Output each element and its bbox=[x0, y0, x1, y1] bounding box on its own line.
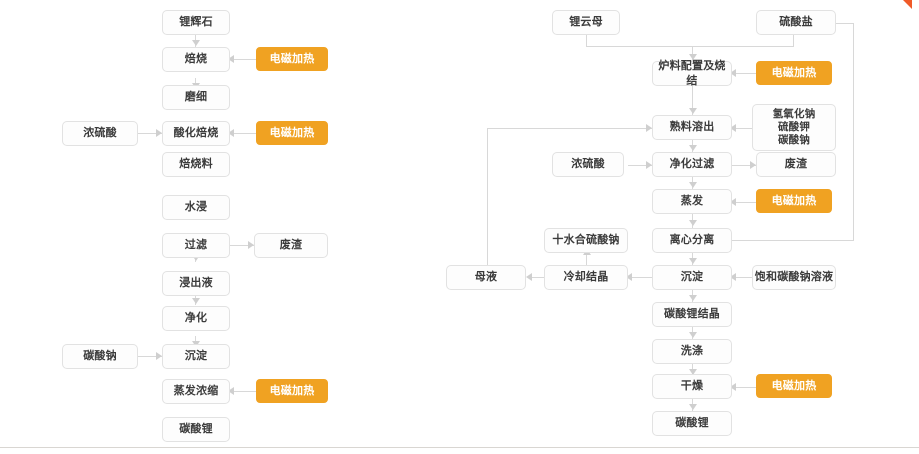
arrow-down bbox=[689, 332, 697, 338]
node-roasted-material[interactable]: 焙烧料 bbox=[162, 152, 230, 177]
node-drying[interactable]: 干燥 bbox=[652, 374, 732, 399]
node-acid-roasting[interactable]: 酸化焙烧 bbox=[162, 121, 230, 146]
corner-marker-icon bbox=[903, 0, 912, 9]
connector-merge-bus bbox=[586, 46, 794, 47]
arrow-left bbox=[730, 383, 736, 391]
connector-sulfate-bus bbox=[793, 35, 794, 47]
connector-precipitation-cooling bbox=[628, 277, 652, 278]
connector-sulfuricacid-acidroasting bbox=[138, 133, 162, 134]
node-heat-evaporation-right[interactable]: 电磁加热 bbox=[756, 189, 832, 213]
arrow-left bbox=[730, 124, 736, 132]
arrow-right bbox=[248, 241, 254, 249]
arrow-down bbox=[192, 40, 200, 46]
node-clinker-dissolution[interactable]: 熟料溶出 bbox=[652, 115, 732, 140]
node-purification-filtration[interactable]: 净化过滤 bbox=[652, 152, 732, 177]
connector-centrifugal-recycle-vertical bbox=[853, 23, 854, 241]
node-waste-residue[interactable]: 废渣 bbox=[254, 233, 328, 258]
arrow-right bbox=[750, 161, 756, 169]
node-heat-sintering[interactable]: 电磁加热 bbox=[756, 61, 832, 85]
connector-heat-acidroasting bbox=[230, 133, 260, 134]
node-saturated-sodium-carbonate[interactable]: 饱和碳酸钠溶液 bbox=[752, 265, 836, 290]
node-sulfuric-acid-right[interactable]: 浓硫酸 bbox=[552, 152, 624, 177]
node-heat-drying[interactable]: 电磁加热 bbox=[756, 374, 832, 398]
bottom-divider bbox=[0, 447, 919, 448]
node-roasting[interactable]: 焙烧 bbox=[162, 47, 230, 72]
arrow-right bbox=[646, 124, 652, 132]
arrow-left bbox=[730, 273, 736, 281]
node-sodium-carbonate[interactable]: 碳酸钠 bbox=[62, 344, 138, 369]
node-evaporation[interactable]: 蒸发 bbox=[652, 189, 732, 214]
arrow-left bbox=[730, 69, 736, 77]
connector-cooling-decahydrate bbox=[586, 253, 587, 265]
node-heat-evaporation[interactable]: 电磁加热 bbox=[256, 379, 328, 403]
node-lithium-carbonate-crystal[interactable]: 碳酸锂结晶 bbox=[652, 302, 732, 327]
node-sodium-sulfate-decahydrate[interactable]: 十水合硫酸钠 bbox=[544, 228, 628, 253]
node-reagents[interactable]: 氢氧化钠 硫酸钾 碳酸钠 bbox=[752, 104, 836, 151]
connector-motherliquor-recycle-vertical bbox=[487, 128, 488, 265]
connector-reagents-dissolution bbox=[732, 128, 756, 129]
node-waste-residue-right[interactable]: 废渣 bbox=[756, 152, 836, 177]
arrow-down bbox=[192, 298, 200, 304]
connector-sulfuricacid-purification bbox=[628, 165, 652, 166]
connector-heat-drying bbox=[732, 387, 756, 388]
node-sulfuric-acid[interactable]: 浓硫酸 bbox=[62, 121, 138, 146]
connector-heat-evaporation bbox=[230, 391, 260, 392]
connector-sodiumcarbonate-precipitation bbox=[138, 356, 162, 357]
node-leachate[interactable]: 浸出液 bbox=[162, 271, 230, 296]
arrow-right bbox=[156, 352, 162, 360]
arrow-down bbox=[689, 145, 697, 151]
arrow-down bbox=[689, 369, 697, 375]
arrow-right bbox=[156, 129, 162, 137]
arrow-left bbox=[228, 55, 234, 63]
arrow-left bbox=[526, 273, 532, 281]
node-lithium-carbonate-right[interactable]: 碳酸锂 bbox=[652, 411, 732, 436]
node-precipitation[interactable]: 沉淀 bbox=[162, 344, 230, 369]
node-precipitation-right[interactable]: 沉淀 bbox=[652, 265, 732, 290]
arrow-down bbox=[689, 54, 697, 60]
arrow-left bbox=[228, 129, 234, 137]
connector-sintering-dissolution bbox=[692, 86, 693, 115]
arrow-left bbox=[228, 387, 234, 395]
arrow-right bbox=[646, 161, 652, 169]
arrow-down bbox=[689, 258, 697, 264]
connector-centrifugal-recycle-horizontal bbox=[732, 240, 854, 241]
connector-motherliquor-recycle-horizontal bbox=[487, 128, 652, 129]
node-sulfate[interactable]: 硫酸盐 bbox=[756, 10, 836, 35]
arrow-left bbox=[626, 273, 632, 281]
connector-bus-sintering bbox=[692, 46, 693, 61]
node-filtration[interactable]: 过滤 bbox=[162, 233, 230, 258]
node-centrifugal-separation[interactable]: 离心分离 bbox=[652, 228, 732, 253]
node-cooling-crystallization[interactable]: 冷却结晶 bbox=[544, 265, 628, 290]
node-evaporation-concentration[interactable]: 蒸发浓缩 bbox=[162, 379, 230, 404]
connector-lepidolite-bus bbox=[586, 35, 587, 47]
connector-purification-waste bbox=[732, 165, 756, 166]
node-water-leaching[interactable]: 水浸 bbox=[162, 195, 230, 220]
connector-recycle-into-sulfate bbox=[836, 23, 854, 24]
node-purification[interactable]: 净化 bbox=[162, 306, 230, 331]
node-lithium-carbonate[interactable]: 碳酸锂 bbox=[162, 417, 230, 442]
arrow-down bbox=[689, 182, 697, 188]
node-grinding[interactable]: 磨细 bbox=[162, 85, 230, 110]
connector-saturated-precipitation bbox=[732, 277, 756, 278]
node-heat-roasting[interactable]: 电磁加热 bbox=[256, 47, 328, 71]
arrow-down bbox=[689, 108, 697, 114]
connector-heat-evaporation-right bbox=[732, 202, 756, 203]
connector-heat-roasting bbox=[230, 59, 260, 60]
connector-filtration-waste bbox=[230, 245, 254, 246]
arrow-left bbox=[730, 198, 736, 206]
node-heat-acid-roasting[interactable]: 电磁加热 bbox=[256, 121, 328, 145]
arrow-down bbox=[192, 255, 200, 261]
node-lepidolite[interactable]: 锂云母 bbox=[552, 10, 620, 35]
connector-heat-sintering bbox=[732, 73, 756, 74]
node-mother-liquor[interactable]: 母液 bbox=[446, 265, 526, 290]
arrow-down bbox=[689, 295, 697, 301]
arrow-down bbox=[689, 220, 697, 226]
connector-cooling-motherliquor bbox=[528, 277, 552, 278]
node-charge-sintering[interactable]: 炉料配置及烧结 bbox=[652, 59, 732, 87]
node-spodumene[interactable]: 锂辉石 bbox=[162, 10, 230, 35]
node-washing[interactable]: 洗涤 bbox=[652, 339, 732, 364]
arrow-down bbox=[689, 404, 697, 410]
